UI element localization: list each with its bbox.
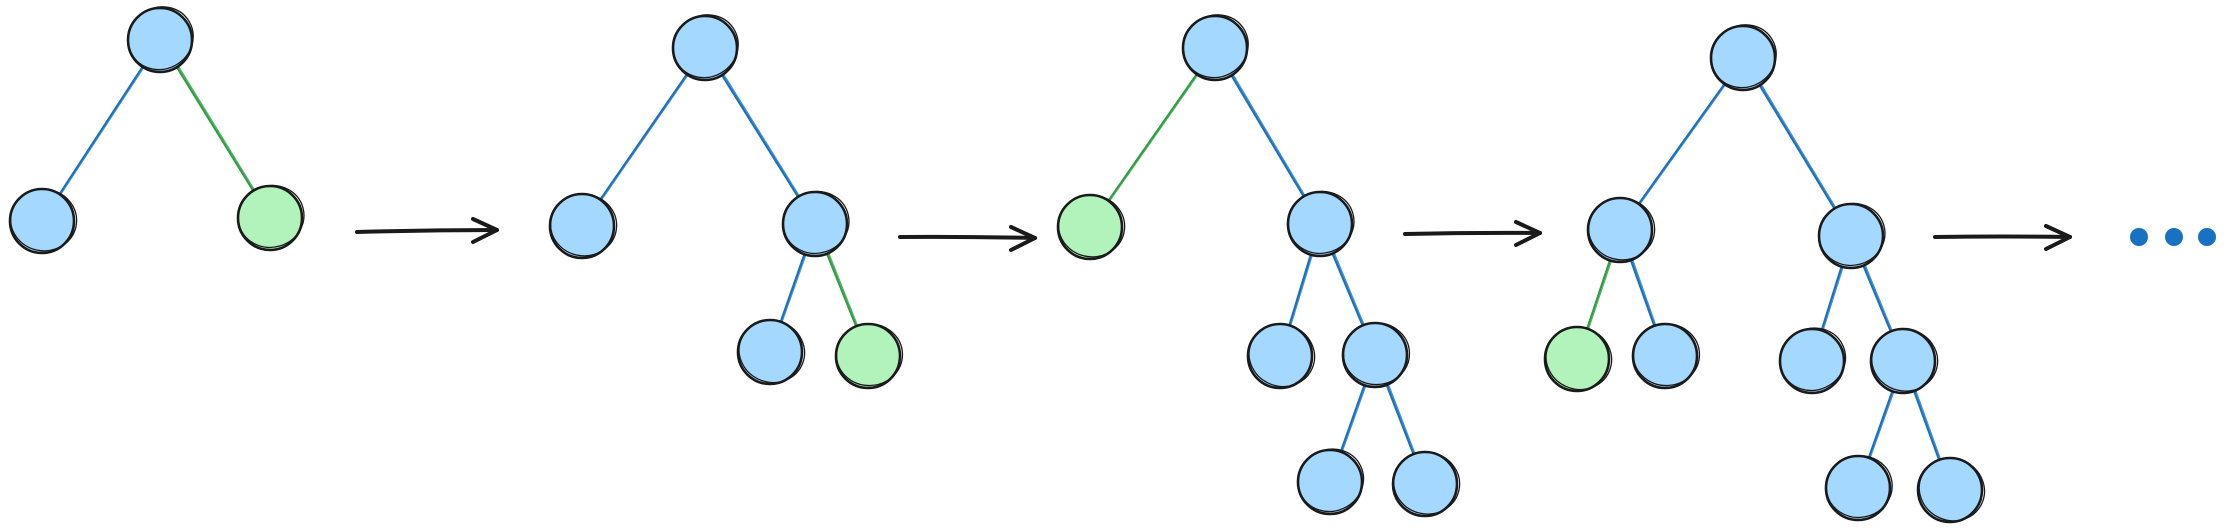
right-arrow-icon [355,217,499,244]
tree-node [1586,196,1656,264]
tree-edge [1229,72,1307,200]
ellipsis-icon [2130,228,2216,246]
tree-node [1631,322,1701,390]
tree-node [548,192,618,260]
ellipsis-dot [2130,228,2148,246]
ellipsis-dot [2165,228,2183,246]
tree-node [126,6,194,74]
tree-node [1286,190,1355,258]
tree-node [1246,322,1316,390]
right-arrow-icon [1933,224,2072,251]
tree-edge [174,64,257,194]
tree-edge [1330,250,1366,329]
tree-edge [825,250,860,330]
right-arrow-icon [1403,220,1542,247]
tree-edge [778,250,808,325]
tree-node [1778,327,1847,395]
tree-edge [1339,381,1368,455]
tree-node [8,187,78,255]
tree-edge [1867,387,1896,461]
highlighted-tree-node [834,322,904,390]
right-arrow-icon [898,225,1037,252]
tree-node [1341,321,1411,389]
tree-node [1181,14,1249,82]
tree-node [736,318,806,386]
tree-edge [57,63,147,197]
highlighted-tree-node [1056,193,1126,261]
tree-node [671,14,739,82]
tree-node [1709,24,1777,92]
tree-node [1817,202,1886,270]
tree-edge [1106,71,1201,204]
arrows-layer [355,217,2072,252]
tree-node [1391,450,1461,518]
ellipsis-dot [2198,228,2216,246]
tree-edge [1636,80,1729,207]
tree-edge [1629,256,1658,329]
tree-edge [1287,251,1314,329]
highlighted-tree-node [1543,325,1613,393]
tree-edge [1384,381,1417,458]
tree-node [1824,454,1893,522]
tree-edge [1912,387,1942,463]
tree-node [781,190,850,258]
tree-node [1916,456,1986,524]
tree-edge [1585,256,1614,332]
nodes-layer [8,6,1986,524]
tree-edge [1861,262,1894,335]
tree-node [1296,448,1365,516]
tree-edge [1819,263,1845,334]
tree-edge [1757,82,1838,212]
tree-edge [598,71,691,203]
tree-node [1869,327,1939,395]
edges-layer [57,63,1942,463]
highlighted-tree-node [236,184,305,252]
tree-edge [719,71,802,200]
